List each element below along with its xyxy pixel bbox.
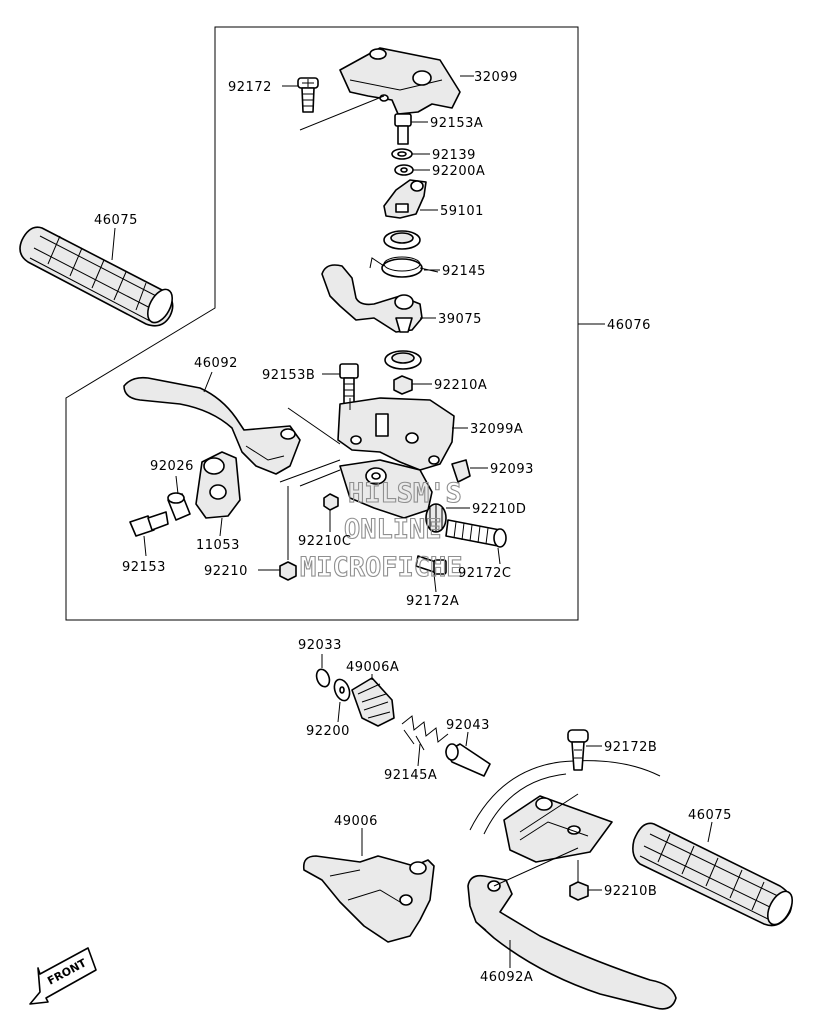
- bushing-92026: [167, 492, 191, 521]
- label-92145A: 92145A: [384, 768, 437, 783]
- washer-92139: [391, 148, 413, 160]
- pivot-block-11053: [195, 451, 241, 519]
- label-92153A: 92153A: [430, 116, 483, 131]
- assembly-frame: [65, 26, 579, 621]
- screw-92172: [297, 77, 319, 113]
- label-92210A: 92210A: [434, 378, 487, 393]
- label-92145: 92145: [442, 264, 486, 279]
- watermark: HILSM'S ONLINE MICROFICHE: [299, 477, 463, 583]
- label-92026: 92026: [150, 459, 194, 474]
- washer-92200: [333, 678, 351, 702]
- label-92153: 92153: [122, 560, 166, 575]
- lever-46092A: [467, 874, 677, 1010]
- watermark-line-1: HILSM'S: [348, 478, 462, 509]
- nut-92210A: [393, 375, 413, 395]
- label-92172A: 92172A: [406, 594, 459, 609]
- label-92139: 92139: [432, 148, 476, 163]
- screw-92172A: [415, 555, 447, 575]
- label-92172: 92172: [228, 80, 272, 95]
- label-92172B: 92172B: [604, 740, 657, 755]
- bushing-ring: [383, 230, 421, 250]
- alignment-lines-lower: [493, 793, 579, 887]
- label-46092: 46092: [194, 356, 238, 371]
- grip-46075-top: [19, 226, 174, 327]
- label-92093: 92093: [490, 462, 534, 477]
- handlebar-outline: [469, 760, 661, 835]
- label-92033: 92033: [298, 638, 342, 653]
- label-46076: 46076: [607, 318, 651, 333]
- label-92043: 92043: [446, 718, 490, 733]
- bolt-92153B: [339, 363, 359, 405]
- label-92172C: 92172C: [458, 566, 511, 581]
- label-46092A: 46092A: [480, 970, 533, 985]
- watermark-line-3: MICROFICHE: [300, 552, 463, 583]
- label-46075-top: 46075: [94, 213, 138, 228]
- adjuster-bolt-92172C: [445, 519, 507, 548]
- label-49006: 49006: [334, 814, 378, 829]
- bolt-92153A: [394, 113, 412, 145]
- label-92200A: 92200A: [432, 164, 485, 179]
- leader-46075-top: [111, 227, 116, 261]
- throttle-lever-39075: [321, 264, 423, 333]
- label-32099: 32099: [474, 70, 518, 85]
- lower-clamp: [339, 459, 433, 519]
- lever-holder: [503, 795, 613, 863]
- plate-59101: [383, 179, 427, 219]
- spring-92145: [369, 256, 439, 278]
- label-39075: 39075: [438, 312, 482, 327]
- clip-92093: [451, 459, 471, 483]
- adjuster-92210D: [425, 503, 447, 533]
- watermark-line-2: ONLINE: [344, 514, 442, 545]
- alignment-lines: [279, 398, 351, 560]
- label-59101: 59101: [440, 204, 484, 219]
- bolt-92153: [129, 511, 169, 537]
- label-92200: 92200: [306, 724, 350, 739]
- seal-ring: [384, 350, 422, 370]
- label-92210D: 92210D: [472, 502, 526, 517]
- brake-lever-46092: [123, 376, 301, 475]
- label-92153B: 92153B: [262, 368, 315, 383]
- nut-92210C: [323, 493, 339, 511]
- label-46075-bottom: 46075: [688, 808, 732, 823]
- pin-92043: [445, 743, 491, 777]
- grip-46075-bottom: [632, 822, 794, 927]
- washer-92200A: [394, 164, 414, 176]
- nut-92210: [279, 561, 297, 581]
- part-labels: 92172 32099 92153A 92139 92200A 59101 46…: [94, 70, 732, 985]
- label-92210: 92210: [204, 564, 248, 579]
- housing-32099A: [337, 397, 455, 471]
- label-11053: 11053: [196, 538, 240, 553]
- spring-92145A: [401, 715, 449, 751]
- nut-92210B: [569, 881, 589, 901]
- front-arrow: FRONT: [29, 947, 97, 1005]
- cover-32099: [339, 47, 461, 115]
- holder-49006: [302, 855, 435, 943]
- label-92210C: 92210C: [298, 534, 351, 549]
- label-92210B: 92210B: [604, 884, 657, 899]
- screw-92172B: [567, 729, 589, 771]
- boot-49006A: [351, 677, 395, 727]
- label-49006A: 49006A: [346, 660, 399, 675]
- washer-92033: [315, 668, 331, 688]
- label-32099A: 32099A: [470, 422, 523, 437]
